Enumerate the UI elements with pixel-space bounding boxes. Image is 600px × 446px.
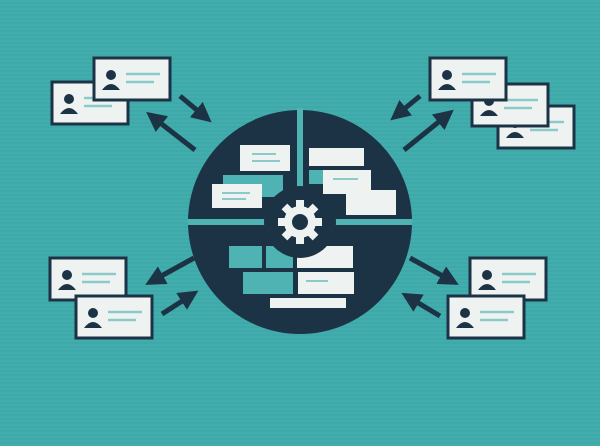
- arrow-icon: [160, 290, 199, 317]
- user-card: [468, 256, 548, 302]
- user-icon: [84, 308, 102, 328]
- user-icon: [102, 70, 120, 90]
- user-card: [446, 294, 526, 340]
- user-icon: [478, 270, 496, 290]
- arrow-icon: [401, 292, 442, 319]
- user-icon: [60, 94, 78, 114]
- arrow-icon: [178, 94, 212, 123]
- user-card: [50, 80, 130, 126]
- arrow-icon: [145, 255, 196, 285]
- arrow-icon: [390, 94, 422, 121]
- arrow-icon: [146, 111, 197, 152]
- arrows: [145, 94, 459, 319]
- user-card: [428, 56, 508, 102]
- user-card: [48, 256, 128, 302]
- gear-icon: [278, 200, 322, 244]
- arrow-icon: [408, 255, 459, 285]
- user-card: [92, 56, 172, 102]
- user-icon: [456, 308, 474, 328]
- user-card: [74, 294, 154, 340]
- arrow-icon: [402, 109, 454, 152]
- central-hub: [188, 108, 412, 334]
- user-icon: [438, 70, 456, 90]
- user-icon: [58, 270, 76, 290]
